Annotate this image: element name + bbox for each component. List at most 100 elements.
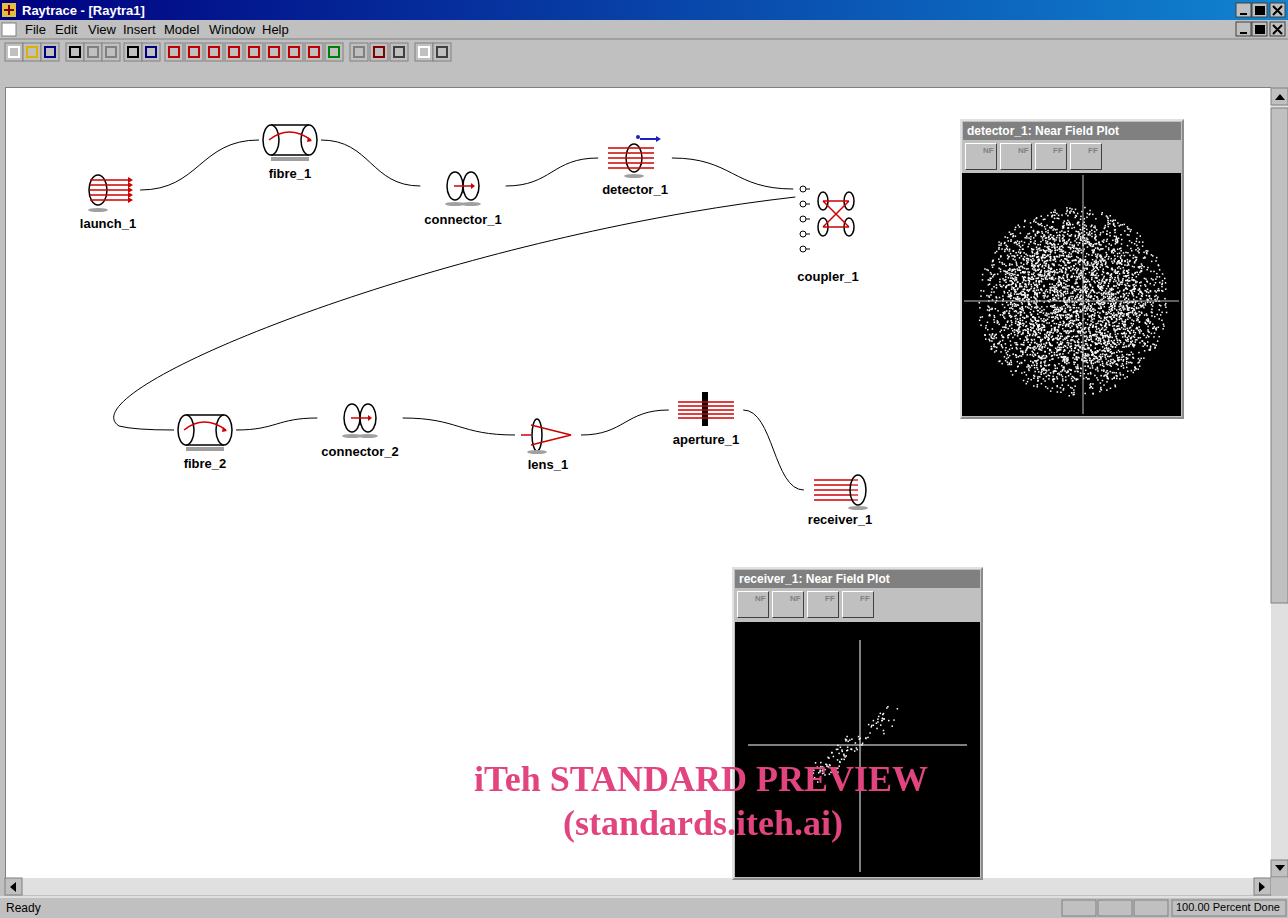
toolbar-icon: [209, 47, 219, 57]
toolbar-icon: [106, 47, 116, 57]
toolbar-icon: [329, 47, 339, 57]
menu-item: Window: [209, 22, 255, 37]
toolbar-button: [185, 43, 203, 61]
toolbar-icon: [27, 47, 37, 57]
optical-component: lens_1: [515, 415, 581, 473]
toolbar-icon: [354, 47, 364, 57]
fibre-link: [672, 158, 793, 189]
component-label: aperture_1: [671, 432, 741, 447]
fibre-link: [140, 140, 259, 190]
aperture-symbol: [674, 390, 738, 430]
toolbar-icon: [374, 47, 384, 57]
plot-title: receiver_1: Near Field Plot: [739, 572, 890, 586]
component-label: fibre_1: [267, 166, 314, 181]
toolbar-button: [41, 43, 59, 61]
optical-component: detector_1: [598, 132, 672, 198]
menu-item: View: [88, 22, 116, 37]
toolbar-button: [66, 43, 84, 61]
component-label: connector_2: [319, 444, 400, 459]
optical-component: fibre_1: [259, 120, 321, 182]
lens-symbol: [515, 415, 581, 455]
toolbar-icon: [9, 47, 19, 57]
toolbar-icon: [309, 47, 319, 57]
toolbar-button: [305, 43, 323, 61]
near-field-plot: [962, 173, 1181, 416]
component-label: lens_1: [526, 457, 570, 472]
button-glyph: FF: [860, 594, 870, 603]
menu-item: Edit: [55, 22, 77, 37]
toolbar-button: [433, 43, 451, 61]
toolbar-icon: [45, 47, 55, 57]
toolbar-button: [23, 43, 41, 61]
button-glyph: NF: [983, 146, 994, 155]
receiver-symbol: [810, 470, 870, 510]
toolbar-button: [165, 43, 183, 61]
toolbar-button: [265, 43, 283, 61]
fibre-symbol: [259, 120, 321, 164]
toolbar-button: [225, 43, 243, 61]
launch-symbol: [82, 170, 134, 214]
component-label: coupler_1: [795, 269, 860, 284]
button-glyph: FF: [1053, 146, 1063, 155]
toolbar-button: [285, 43, 303, 61]
toolbar-icon: [229, 47, 239, 57]
fibre-link: [114, 197, 796, 430]
component-label: receiver_1: [806, 512, 874, 527]
optical-component: aperture_1: [669, 390, 743, 448]
button-glyph: NF: [790, 594, 801, 603]
toolbar-button: [245, 43, 263, 61]
fibre-link: [403, 418, 515, 435]
toolbar-button: [205, 43, 223, 61]
optical-component: launch_1: [76, 170, 140, 232]
fibre-link: [506, 158, 598, 186]
status-text: Ready: [6, 901, 41, 915]
window-title: Raytrace - [Raytra1]: [22, 3, 145, 18]
optical-component: connector_1: [420, 166, 505, 228]
button-glyph: FF: [1088, 146, 1098, 155]
connector-symbol: [440, 166, 486, 210]
toolbar-button: [390, 43, 408, 61]
component-label: fibre_2: [182, 456, 229, 471]
optical-component: coupler_1: [793, 183, 862, 285]
fibre-symbol: [174, 410, 236, 454]
toolbar-icon: [269, 47, 279, 57]
coupler-symbol: [797, 183, 859, 267]
button-glyph: NF: [1018, 146, 1029, 155]
optical-component: connector_2: [317, 398, 402, 460]
toolbar-button: [5, 43, 23, 61]
component-label: launch_1: [78, 216, 138, 231]
toolbar-button: [102, 43, 120, 61]
toolbar-button: [415, 43, 433, 61]
toolbar-button: [84, 43, 102, 61]
toolbar-icon: [146, 47, 156, 57]
title-bar: [0, 0, 1288, 20]
component-label: detector_1: [600, 182, 670, 197]
menu-item: Insert: [123, 22, 156, 37]
toolbar-icon: [169, 47, 179, 57]
fibre-link: [581, 410, 669, 435]
plot-title: detector_1: Near Field Plot: [967, 124, 1119, 138]
menu-item: File: [25, 22, 46, 37]
status-text: 100.00 Percent Done: [1176, 901, 1280, 913]
menu-item: Model: [164, 22, 199, 37]
button-glyph: NF: [755, 594, 766, 603]
fibre-link: [321, 140, 420, 186]
toolbar-icon: [189, 47, 199, 57]
toolbar-icon: [289, 47, 299, 57]
toolbar-button: [325, 43, 343, 61]
connector-symbol: [337, 398, 383, 442]
toolbar-icon: [419, 47, 429, 57]
toolbar-icon: [128, 47, 138, 57]
toolbar-icon: [394, 47, 404, 57]
component-label: connector_1: [422, 212, 503, 227]
optical-component: fibre_2: [174, 410, 236, 472]
toolbar-icon: [437, 47, 447, 57]
fibre-link: [743, 410, 804, 490]
toolbar-icon: [249, 47, 259, 57]
optical-component: receiver_1: [804, 470, 876, 528]
menu-item: Help: [262, 22, 289, 37]
toolbar-button: [370, 43, 388, 61]
detector-symbol: [604, 132, 666, 180]
toolbar-button: [124, 43, 142, 61]
toolbar-icon: [70, 47, 80, 57]
